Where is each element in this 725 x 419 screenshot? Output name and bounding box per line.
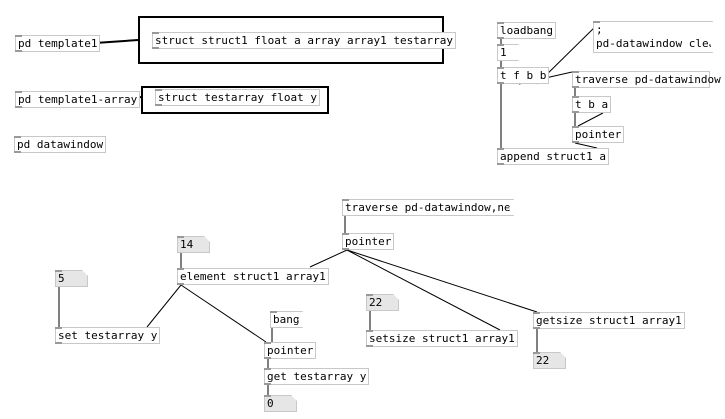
- message-1[interactable]: 1: [497, 44, 519, 61]
- object-label: pointer: [575, 128, 622, 141]
- object-label: append struct1 a: [500, 150, 606, 163]
- object-pd-datawindow[interactable]: pd datawindow: [14, 136, 107, 153]
- message-pd-datawindow-clear[interactable]: ; pd-datawindow clear: [593, 21, 713, 53]
- number-box-14[interactable]: 14: [177, 236, 210, 253]
- object-label: pointer: [345, 235, 392, 248]
- number-value: 22: [369, 296, 383, 309]
- number-value: 5: [58, 272, 65, 285]
- object-t-b-a[interactable]: t b a: [572, 96, 612, 113]
- object-label: element struct1 array1: [180, 270, 326, 283]
- object-label: pd template1: [18, 37, 98, 50]
- object-label: struct struct1 float a array array1 test…: [155, 34, 454, 47]
- number-box-22-getsize[interactable]: 22: [533, 352, 566, 369]
- object-label: set testarray y: [58, 329, 158, 342]
- number-value: 22: [536, 354, 550, 367]
- object-label: pd template1-array: [18, 93, 138, 106]
- message-label: 1: [500, 46, 507, 59]
- number-box-5[interactable]: 5: [55, 270, 88, 287]
- object-label: pointer: [267, 344, 314, 357]
- message-line: ;: [596, 23, 603, 36]
- object-label: pd datawindow: [17, 138, 104, 151]
- number-value: 0: [267, 397, 274, 410]
- object-label: get testarray y: [267, 370, 367, 383]
- object-label: loadbang: [500, 24, 553, 37]
- message-bang[interactable]: bang: [270, 311, 303, 328]
- object-struct-struct1[interactable]: struct struct1 float a array array1 test…: [152, 32, 457, 49]
- object-setsize-struct1-array1[interactable]: setsize struct1 array1: [366, 330, 518, 347]
- subpatch-frame-testarray: [141, 86, 329, 114]
- cord-pointer-setsize: [346, 249, 501, 331]
- object-pointer-mid[interactable]: pointer: [342, 233, 395, 250]
- object-label: getsize struct1 array1: [536, 314, 682, 327]
- object-append-struct1-a[interactable]: append struct1 a: [497, 148, 609, 165]
- object-traverse-pd-datawindow[interactable]: traverse pd-datawindow: [572, 71, 721, 88]
- object-set-testarray-y[interactable]: set testarray y: [55, 327, 161, 344]
- number-value: 14: [180, 238, 194, 251]
- object-pd-template1-array[interactable]: pd template1-array: [15, 91, 141, 108]
- cord-element-set: [146, 284, 182, 328]
- message-traverse-next[interactable]: traverse pd-datawindow,next: [342, 199, 514, 216]
- object-pointer-top[interactable]: pointer: [572, 126, 625, 143]
- cord-element-pointer: [180, 284, 267, 343]
- object-t-f-b-b[interactable]: t f b b: [497, 67, 550, 84]
- message-label: traverse pd-datawindow,next: [345, 201, 524, 214]
- object-pd-template1[interactable]: pd template1: [14, 35, 101, 52]
- object-loadbang[interactable]: loadbang: [497, 22, 556, 39]
- object-label: struct testarray float y: [158, 91, 317, 104]
- object-label: t b a: [575, 98, 609, 111]
- cord-template1-struct: [94, 39, 139, 44]
- object-struct-testarray[interactable]: struct testarray float y: [155, 89, 320, 106]
- object-label: setsize struct1 array1: [369, 332, 515, 345]
- message-label: bang: [273, 313, 300, 326]
- object-element-struct1-array1[interactable]: element struct1 array1: [177, 268, 329, 285]
- object-label: t f b b: [500, 69, 547, 82]
- object-pointer-low[interactable]: pointer: [264, 342, 317, 359]
- cord-pointer-element: [309, 249, 348, 268]
- cord-tba-pointer-a: [577, 112, 604, 127]
- object-getsize-struct1-array1[interactable]: getsize struct1 array1: [533, 312, 685, 329]
- number-box-0[interactable]: 0: [264, 395, 297, 412]
- object-label: traverse pd-datawindow: [575, 73, 721, 86]
- number-box-22-setsize[interactable]: 22: [366, 294, 399, 311]
- message-line: pd-datawindow clear: [596, 37, 722, 50]
- object-get-testarray-y[interactable]: get testarray y: [264, 368, 370, 385]
